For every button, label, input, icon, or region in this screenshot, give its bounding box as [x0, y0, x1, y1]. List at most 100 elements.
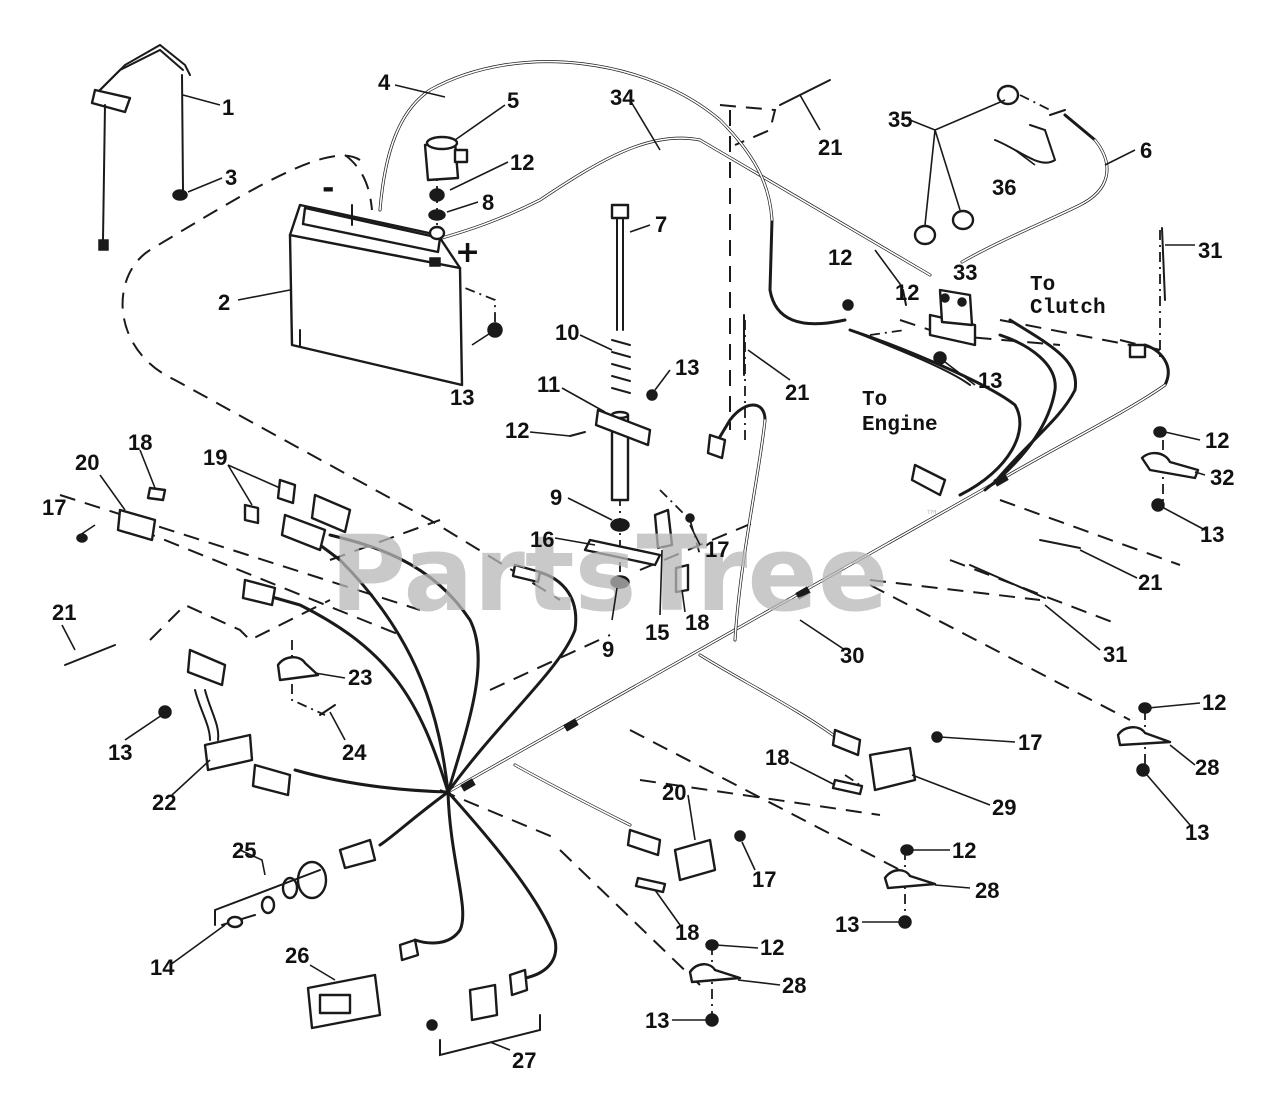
callout-28b: 28 [975, 878, 999, 903]
brake-safety-switch [831, 728, 943, 796]
callout-18c: 18 [675, 920, 699, 945]
leader-lines [61, 84, 1206, 1051]
relay-connector [158, 648, 292, 797]
callout-12g: 12 [760, 935, 784, 960]
frame-outline [59, 104, 1181, 986]
ignition-switch [214, 838, 377, 929]
washer-8 [428, 209, 446, 221]
bolt-12 [429, 188, 445, 202]
callout-12a: 12 [510, 150, 534, 175]
callout-4: 4 [378, 70, 391, 95]
callout-23: 23 [348, 665, 372, 690]
harness-plug-top [511, 563, 542, 584]
callout-19: 19 [203, 445, 227, 470]
callout-13g: 13 [645, 1008, 669, 1033]
callout-12b: 12 [505, 418, 529, 443]
routing-notes: To Clutch To Engine [862, 274, 1106, 437]
callout-12e: 12 [1202, 690, 1226, 715]
hour-meter [306, 938, 420, 1030]
callout-18b: 18 [765, 745, 789, 770]
harness-plug-left [241, 578, 277, 607]
callout-21c: 21 [1138, 570, 1162, 595]
callout-31a: 31 [1198, 238, 1222, 263]
callout-30: 30 [840, 643, 864, 668]
harness-tape [460, 473, 1009, 792]
callout-9b: 9 [602, 637, 614, 662]
to-engine-label-line1: To [862, 389, 887, 412]
positive-terminal-symbol: + [455, 235, 480, 270]
callout-20b: 20 [662, 780, 686, 805]
callout-3: 3 [225, 165, 237, 190]
harness-wires [263, 60, 1170, 980]
callout-27: 27 [512, 1048, 536, 1073]
solenoid-terminal-caps [913, 84, 1066, 246]
starter-solenoid [842, 288, 977, 365]
callout-36: 36 [992, 175, 1016, 200]
callout-13a: 13 [450, 385, 474, 410]
callout-18a: 18 [685, 610, 709, 635]
callout-21a: 21 [818, 135, 842, 160]
callout-15: 15 [645, 620, 669, 645]
callout-7: 7 [655, 212, 667, 237]
to-clutch-label-line2: Clutch [1030, 297, 1106, 320]
battery-holddown-bracket [90, 43, 191, 251]
callout-28a: 28 [1195, 755, 1219, 780]
callout-31b: 31 [1103, 642, 1127, 667]
ignition-safety-switch [76, 486, 167, 543]
callout-6: 6 [1140, 138, 1152, 163]
callout-33: 33 [953, 260, 977, 285]
callout-28c: 28 [782, 973, 806, 998]
callout-13c: 13 [978, 368, 1002, 393]
callout-32: 32 [1210, 465, 1234, 490]
callout-17a: 17 [705, 537, 729, 562]
callout-labels: 1 3 2 4 5 12 8 13 34 7 10 13 11 12 9 16 … [42, 70, 1234, 1073]
callout-35: 35 [888, 107, 912, 132]
callout-9a: 9 [550, 485, 562, 510]
callout-17b: 17 [1018, 730, 1042, 755]
callout-16: 16 [530, 527, 554, 552]
callout-21b: 21 [785, 380, 809, 405]
seat-switch-plunger [569, 203, 662, 589]
reverse-safety-switch [626, 828, 746, 894]
callout-5: 5 [507, 88, 519, 113]
callout-1: 1 [222, 95, 234, 120]
callout-13d: 13 [1200, 522, 1224, 547]
harness-connectors-19 [243, 478, 352, 552]
callout-14: 14 [150, 955, 175, 980]
cable-ties [64, 79, 1166, 666]
callout-25: 25 [232, 838, 256, 863]
callout-12f: 12 [952, 838, 976, 863]
callout-12c: 12 [828, 245, 852, 270]
callout-17d: 17 [42, 495, 66, 520]
callout-29: 29 [992, 795, 1016, 820]
callout-18d: 18 [128, 430, 152, 455]
seat-switch [653, 508, 695, 594]
callout-12h: 12 [895, 280, 919, 305]
negative-terminal-symbol: - [322, 171, 334, 206]
harness-clamp-32 [1128, 343, 1200, 512]
to-engine-label-line2: Engine [862, 414, 938, 437]
callout-11: 11 [537, 372, 560, 397]
callout-20a: 20 [75, 450, 99, 475]
callout-17c: 17 [752, 867, 776, 892]
callout-24: 24 [342, 740, 367, 765]
callout-21d: 21 [52, 600, 76, 625]
engine-connector [910, 463, 947, 497]
callout-34: 34 [610, 85, 635, 110]
callout-12d: 12 [1205, 428, 1229, 453]
callout-13e: 13 [1185, 820, 1209, 845]
harness-clamps-28 [688, 702, 1172, 1027]
terminal-cover [423, 135, 469, 182]
callout-2: 2 [218, 290, 230, 315]
callout-13h: 13 [108, 740, 132, 765]
battery [288, 203, 464, 387]
wing-nut [172, 189, 188, 201]
callout-13b: 13 [675, 355, 699, 380]
to-clutch-label-line1: To [1030, 274, 1055, 297]
terminal-ring [428, 225, 446, 241]
watermark-trademark: ™ [925, 508, 939, 524]
callout-8: 8 [482, 190, 494, 215]
callout-22: 22 [152, 790, 176, 815]
callout-10: 10 [555, 320, 579, 345]
